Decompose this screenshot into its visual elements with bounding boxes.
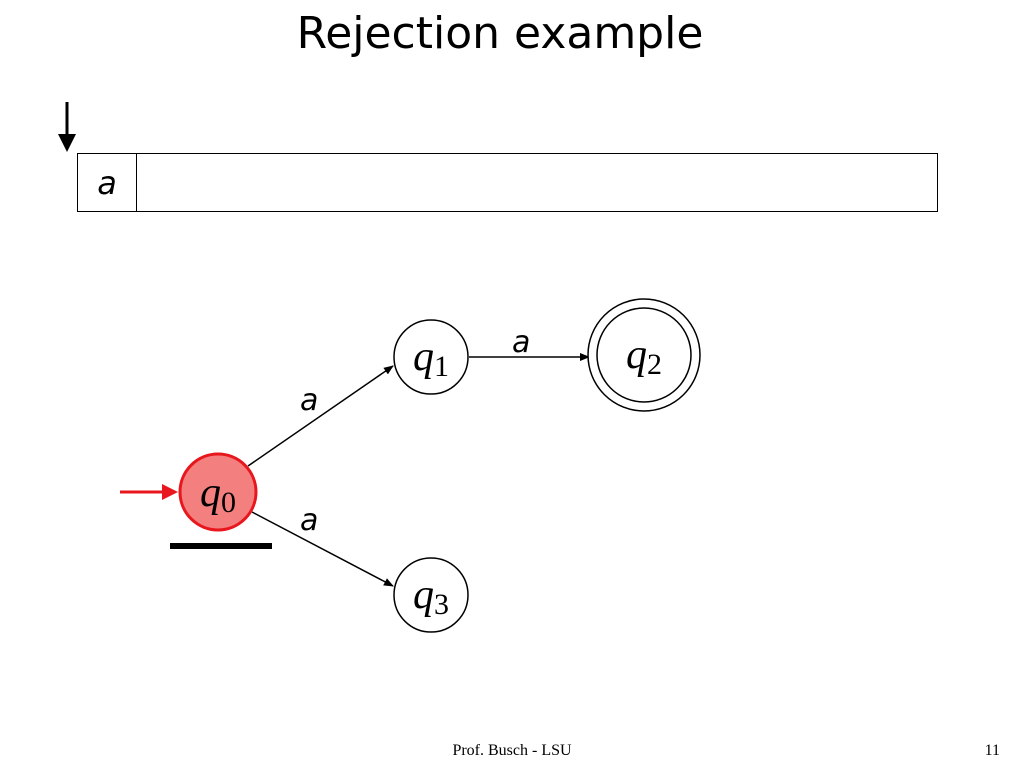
page-number: 11 (984, 742, 1000, 759)
transition-q0-q1 (247, 365, 394, 467)
state-q2: q2 (587, 298, 701, 412)
input-tape: a (77, 153, 938, 212)
state-q0-symbol: q (200, 470, 221, 516)
state-q3-symbol: q (413, 572, 434, 618)
transition-label-q0-q1: a (300, 383, 318, 418)
transition-label-q1-q2: a (512, 325, 530, 360)
state-q2-symbol: q (626, 332, 647, 378)
state-q3-subscript: 3 (434, 588, 449, 621)
state-q1-symbol: q (413, 334, 434, 380)
svg-text:q3: q3 (413, 572, 449, 621)
footer-text: Prof. Busch - LSU (452, 742, 572, 759)
state-q3: q3 (393, 557, 469, 633)
state-q0: q0 (178, 452, 258, 532)
svg-text:q2: q2 (626, 332, 662, 381)
transition-label-q0-q3: a (300, 503, 318, 538)
initial-state-arrow-icon (120, 484, 178, 500)
svg-text:q0: q0 (200, 470, 236, 519)
state-q1-subscript: 1 (434, 350, 449, 383)
state-q1: q1 (393, 319, 469, 395)
state-q0-subscript: 0 (221, 486, 236, 519)
slide-title: Rejection example (296, 8, 704, 59)
transition-q0-q3 (251, 511, 394, 587)
tape-head-arrow-icon (58, 102, 76, 152)
svg-text:q1: q1 (413, 334, 449, 383)
tape-cell: a (78, 154, 137, 211)
state-q2-subscript: 2 (647, 348, 662, 381)
automaton-diagram: a a a q0 q1 q2 q3 (58, 102, 701, 633)
